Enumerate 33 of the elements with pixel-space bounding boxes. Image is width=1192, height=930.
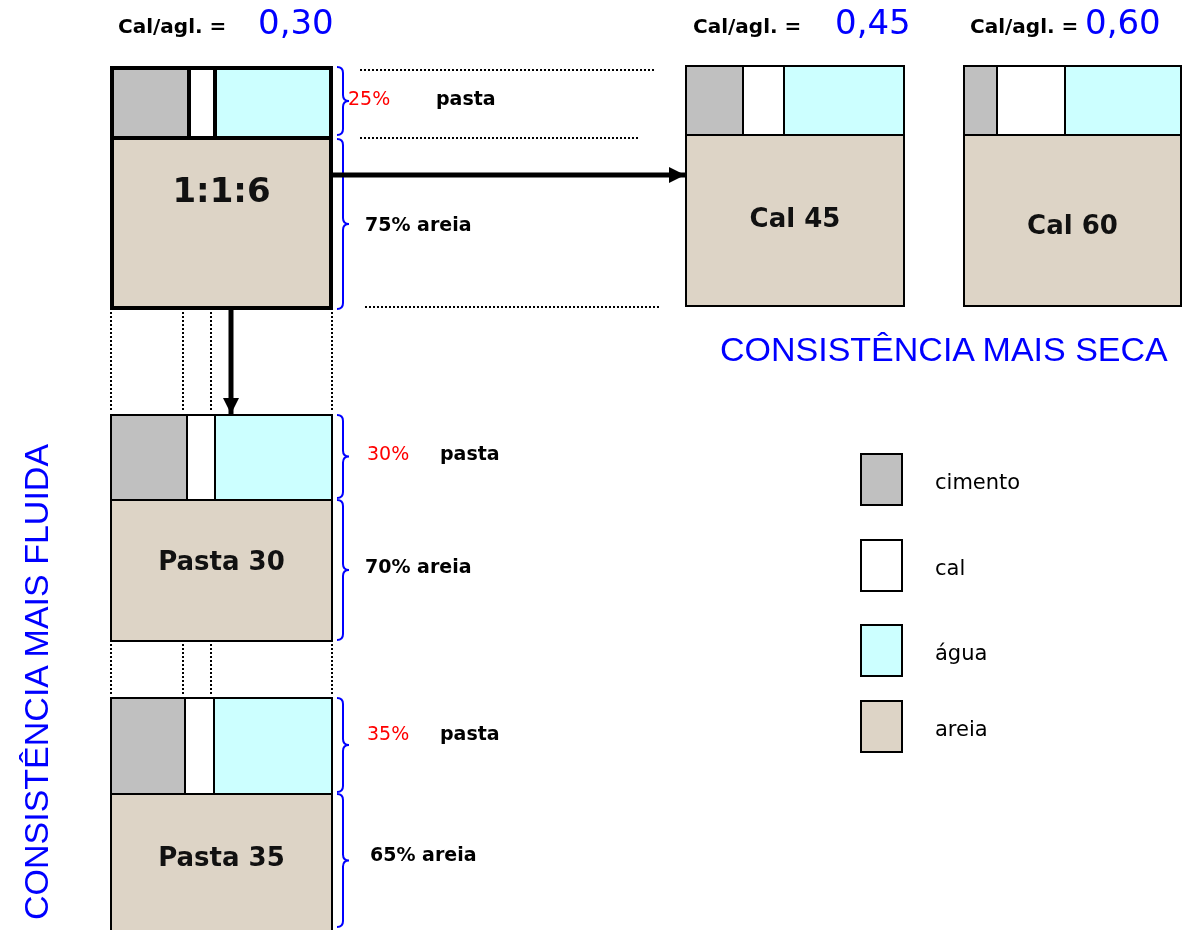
arrow bbox=[223, 310, 239, 414]
paste-label: pasta bbox=[436, 87, 496, 109]
mortar-composition-block bbox=[110, 414, 333, 642]
sand-label: 65% areia bbox=[370, 843, 477, 865]
arrow bbox=[333, 167, 685, 183]
ratio-value: 0,45 bbox=[835, 2, 911, 42]
mortar-composition-block bbox=[110, 66, 333, 310]
axis-caption: CONSISTÊNCIA MAIS SECA bbox=[720, 330, 1168, 369]
mortar-composition-block bbox=[963, 65, 1182, 307]
mix-label: Cal 45 bbox=[748, 203, 842, 233]
legend-label: areia bbox=[935, 717, 988, 741]
mortar-composition-block bbox=[685, 65, 905, 307]
paste-percent: 30% bbox=[367, 442, 410, 464]
paste-label: pasta bbox=[440, 722, 500, 744]
paste-label: pasta bbox=[440, 442, 500, 464]
legend-label: água bbox=[935, 641, 988, 665]
ratio-label: Cal/agl. = bbox=[693, 14, 802, 38]
ratio-value: 0,60 bbox=[1085, 2, 1161, 42]
mix-label: Pasta 30 bbox=[157, 546, 286, 576]
mix-label: 1:1:6 bbox=[171, 170, 272, 210]
axis-caption: CONSISTÊNCIA MAIS FLUIDA bbox=[17, 443, 56, 920]
ratio-label: Cal/agl. = bbox=[970, 14, 1079, 38]
legend-label: cal bbox=[935, 556, 966, 580]
legend-label: cimento bbox=[935, 470, 1021, 494]
sand-label: 70% areia bbox=[365, 555, 472, 577]
ratio-value: 0,30 bbox=[258, 2, 334, 42]
mix-label: Pasta 35 bbox=[157, 842, 286, 872]
mortar-composition-block bbox=[110, 697, 333, 930]
paste-percent: 35% bbox=[367, 722, 410, 744]
sand-label: 75% areia bbox=[365, 213, 472, 235]
ratio-label: Cal/agl. = bbox=[118, 14, 227, 38]
paste-percent: 25% bbox=[348, 87, 391, 109]
mix-label: Cal 60 bbox=[1026, 210, 1119, 240]
